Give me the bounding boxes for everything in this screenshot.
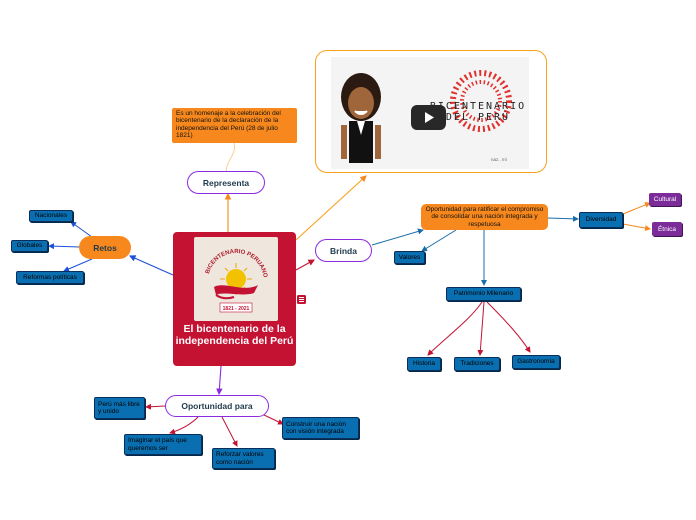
link-representa-note xyxy=(225,142,235,173)
link-diversidad-cultural xyxy=(622,202,651,215)
video-title-line2: DEL PERÚ xyxy=(445,112,511,123)
central-topic[interactable]: BICENTENARIO PERUANO 1821 - 2021 El bice… xyxy=(173,232,296,366)
op-item-label: Reforzar valores como nación xyxy=(216,451,264,466)
link-retos-globales xyxy=(48,243,81,250)
bicentenario-logo: BICENTENARIO PERUANO 1821 - 2021 xyxy=(194,237,278,321)
brinda-main-text: Oportunidad para ratificar el compromiso… xyxy=(425,205,544,228)
link-central-video xyxy=(295,175,367,241)
retos-item-nacionales[interactable]: Nacionales xyxy=(29,210,73,222)
video-illustration xyxy=(341,70,512,163)
representa-note-text: Es un homenaje a la celebración del bice… xyxy=(176,110,281,140)
central-title: El bicentenario de la independencia del … xyxy=(175,323,294,347)
cultural-node[interactable]: Cultural xyxy=(649,193,681,206)
brinda-label: Brinda xyxy=(330,245,357,256)
link-main-valores xyxy=(421,229,457,252)
representa-node[interactable]: Representa xyxy=(187,171,265,194)
link-brinda-main xyxy=(371,228,424,246)
retos-node[interactable]: Retos xyxy=(79,236,131,259)
link-patrimonio-historia xyxy=(427,301,483,356)
play-icon[interactable] xyxy=(411,105,446,130)
op-item-label: Imaginar el país que queremos ser xyxy=(128,437,187,452)
diversidad-label: Diversidad xyxy=(585,216,617,224)
link-patrimonio-tradiciones xyxy=(477,301,485,356)
link-retos-nacionales xyxy=(70,221,93,238)
op-item-label: Construir una nación con visión integrad… xyxy=(286,420,346,435)
retos-item-label: Nacionales xyxy=(34,212,68,220)
gastronomia-label: Gastronomía xyxy=(517,358,555,366)
link-central-retos xyxy=(128,255,174,276)
svg-text:1821 - 2021: 1821 - 2021 xyxy=(223,306,250,312)
video-title: BICENTENARIO DEL PERÚ xyxy=(423,101,529,123)
valores-node[interactable]: Valores xyxy=(394,251,425,264)
link-patrimonio-gastronomia xyxy=(486,301,531,353)
op-item-imaginar[interactable]: Imaginar el país que queremos ser xyxy=(124,434,202,455)
video-thumbnail: BICENTENARIO DEL PERÚ naz.. mi xyxy=(331,57,529,169)
historia-node[interactable]: Historia xyxy=(407,357,441,371)
video-embed[interactable]: BICENTENARIO DEL PERÚ naz.. mi xyxy=(315,50,547,173)
video-title-line1: BICENTENARIO xyxy=(429,101,527,112)
diversidad-node[interactable]: Diversidad xyxy=(579,212,623,228)
etnica-node[interactable]: Étnica xyxy=(652,222,682,236)
link-op-peru xyxy=(145,403,166,410)
brinda-main-node[interactable]: Oportunidad para ratificar el compromiso… xyxy=(421,204,548,230)
etnica-label: Étnica xyxy=(657,225,677,233)
gastronomia-node[interactable]: Gastronomía xyxy=(512,355,560,369)
link-op-reforzar xyxy=(221,416,238,447)
retos-item-label: Reformas políticas xyxy=(23,273,77,281)
representa-label: Representa xyxy=(202,177,250,188)
video-credit: naz.. mi xyxy=(491,157,507,162)
link-op-imaginar xyxy=(169,416,199,435)
op-item-peru[interactable]: Perú más libre y unido xyxy=(94,397,145,419)
patrimonio-node[interactable]: Patrimonio Milenario xyxy=(446,287,521,301)
patrimonio-label: Patrimonio Milenario xyxy=(453,290,514,298)
op-item-label: Perú más libre y unido xyxy=(98,400,140,415)
retos-item-reformas[interactable]: Reformas políticas xyxy=(16,271,84,284)
historia-label: Historia xyxy=(412,360,436,368)
cultural-label: Cultural xyxy=(653,196,677,203)
representa-note[interactable]: Es un homenaje a la celebración del bice… xyxy=(172,108,297,143)
link-retos-reformas xyxy=(63,258,93,272)
link-main-diversidad xyxy=(547,215,579,222)
link-diversidad-etnica xyxy=(622,223,651,232)
link-op-construir xyxy=(261,413,284,425)
retos-item-globales[interactable]: Globales xyxy=(11,240,48,252)
brinda-node[interactable]: Brinda xyxy=(315,239,372,262)
op-item-reforzar[interactable]: Reforzar valores como nación xyxy=(212,448,275,469)
retos-label: Retos xyxy=(93,242,117,253)
link-central-brinda xyxy=(295,259,315,271)
tradiciones-node[interactable]: Tradiciones xyxy=(454,357,500,371)
note-icon[interactable] xyxy=(297,295,306,304)
op-item-construir[interactable]: Construir una nación con visión integrad… xyxy=(282,417,359,439)
retos-item-label: Globales xyxy=(16,242,43,250)
tradiciones-label: Tradiciones xyxy=(460,360,494,368)
oportunidad-label: Oportunidad para xyxy=(181,401,253,411)
oportunidad-node[interactable]: Oportunidad para xyxy=(165,395,269,417)
link-central-oportunidad xyxy=(216,365,223,396)
valores-label: Valores xyxy=(398,253,421,261)
